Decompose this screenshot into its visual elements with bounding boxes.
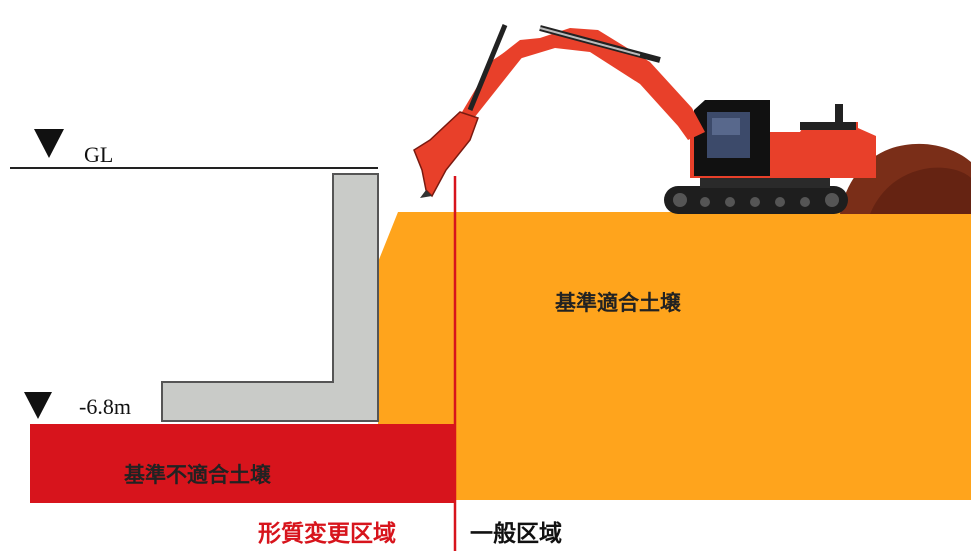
depth-level-label: -6.8m <box>79 394 131 419</box>
compliant-soil-area <box>378 212 971 500</box>
excavator <box>413 24 876 214</box>
excavator-bucket <box>413 111 479 198</box>
depth-level-marker-icon <box>24 392 52 419</box>
compliant-soil-label: 基準適合土壌 <box>555 291 682 315</box>
retaining-wall <box>161 173 379 422</box>
ground-level-label: GL <box>84 142 113 167</box>
modified-zone-label: 形質変更区域 <box>258 520 396 547</box>
noncompliant-soil-area <box>30 424 455 503</box>
spoil-pile-shade <box>870 167 971 214</box>
noncompliant-soil-label: 基準不適合土壌 <box>124 463 272 487</box>
general-zone-label: 一般区域 <box>470 520 562 547</box>
excavator-arm <box>462 42 528 118</box>
excavator-boom <box>492 28 705 140</box>
ground-level-marker-icon <box>34 129 64 158</box>
